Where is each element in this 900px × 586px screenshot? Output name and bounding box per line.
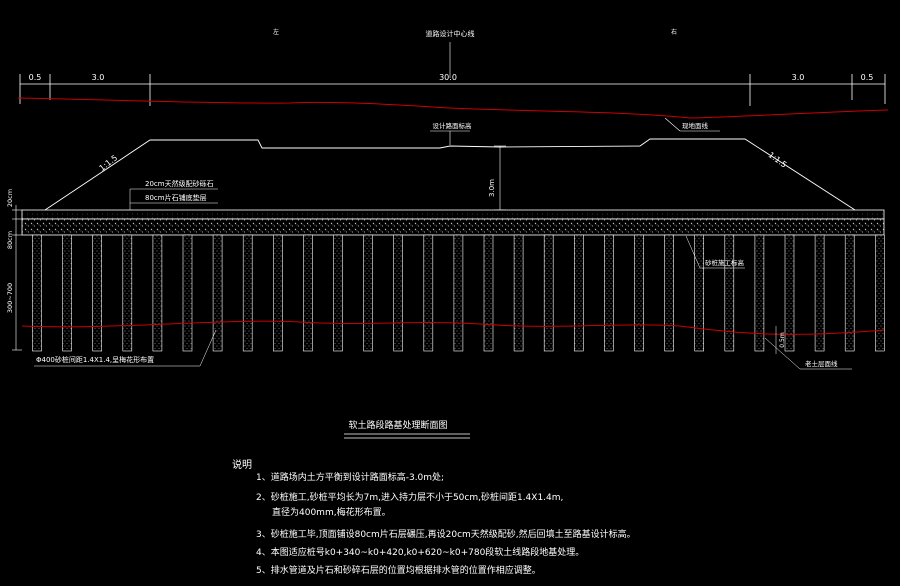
sand-pile xyxy=(303,234,313,352)
soft-soil-label: 老土层面线 xyxy=(805,359,838,368)
slope-right-label: 1:1.5 xyxy=(767,150,789,169)
top-dimension-line xyxy=(19,74,886,106)
sand-pile xyxy=(242,234,253,352)
sand-pile xyxy=(152,234,163,352)
ground-line-label: 现地面线 xyxy=(682,121,709,130)
soft-soil-leader xyxy=(764,337,801,370)
note-item-4: 4、本图适应桩号k0+340~k0+420,k0+620~k0+780段软土线路… xyxy=(256,548,585,558)
embed-depth-label: 0.5m xyxy=(779,332,786,348)
dim-left-shoulder: 0.5 xyxy=(29,73,42,82)
sand-pile xyxy=(333,234,343,352)
sand-pile xyxy=(664,234,674,352)
sand-pile xyxy=(32,234,42,352)
sand-pile xyxy=(634,234,644,352)
pile-length-label: 300~700 xyxy=(6,283,14,313)
note-item-3: 3、砂桩施工毕,顶面铺设80cm片石层碾压,再设20cm天然级配砂,然后回填土至… xyxy=(256,530,636,540)
sand-pile xyxy=(182,234,193,352)
existing-ground-line-top xyxy=(17,97,889,119)
sand-pile xyxy=(483,234,494,352)
left-depth-dimension xyxy=(12,205,22,351)
sand-pile xyxy=(844,234,855,352)
sand-pile xyxy=(272,234,283,352)
sand-pile xyxy=(573,234,584,352)
drawing-title: 软土路段路基处理断面图 xyxy=(348,419,447,431)
sand-pile xyxy=(92,234,102,352)
design-elevation-label: 设计路面标高 xyxy=(433,121,473,130)
sand-pile xyxy=(604,234,614,352)
depth-stone-label: 80cm xyxy=(6,231,14,249)
note-item-5: 5、排水管道及片石和砂碎石层的位置均根据排水管的位置作相应调整。 xyxy=(256,566,541,576)
left-side-label: 左 xyxy=(273,28,279,36)
dim-right-shoulder: 0.5 xyxy=(861,73,874,82)
sand-pile xyxy=(724,234,735,352)
fill-height-label: 3.0m xyxy=(488,179,496,197)
stone-layer-label: 80cm片石铺底垫层 xyxy=(145,193,207,202)
note-item-2: 2、砂桩施工,砂桩平均长为7m,进入持力层不小于50cm,砂桩间距1.4X1.4… xyxy=(256,493,564,503)
dim-right-lane: 3.0 xyxy=(792,73,805,82)
sand-pile xyxy=(423,234,434,352)
notes-heading: 说明 xyxy=(232,460,252,471)
stone-cushion-layer xyxy=(21,218,885,236)
dim-left-lane: 3.0 xyxy=(92,73,105,82)
soft-soil-line xyxy=(21,320,885,335)
sand-pile xyxy=(754,234,765,352)
depth-top-label: 20cm xyxy=(6,189,14,207)
pile-note-label: Φ400砂桩间距1.4X1.4,呈梅花形布置 xyxy=(36,355,154,364)
pile-note-leader xyxy=(199,329,217,367)
centerline-label: 道路设计中心线 xyxy=(426,29,475,38)
sand-pile xyxy=(784,234,795,352)
sand-gravel-layer xyxy=(21,209,885,220)
sand-pile xyxy=(212,234,223,352)
sand-pile xyxy=(453,234,464,352)
note-item-2-cont: 直径为400mm,梅花形布置。 xyxy=(272,508,391,518)
sand-pile xyxy=(62,234,72,352)
sand-pile xyxy=(814,234,825,352)
ground-line-leader xyxy=(664,117,681,132)
sand-pile xyxy=(513,234,524,352)
sand-pile xyxy=(122,234,133,352)
sand-layer-label: 20cm天然级配砂砾石 xyxy=(145,179,214,188)
sand-pile xyxy=(543,234,554,352)
embankment-outline xyxy=(44,138,856,211)
sand-pile xyxy=(694,234,705,352)
dim-middle: 30.0 xyxy=(439,73,457,82)
sand-piles xyxy=(32,234,885,352)
pile-construction-leader xyxy=(685,235,701,269)
sand-pile xyxy=(874,234,885,352)
sand-pile xyxy=(363,234,373,352)
pile-construction-label: 砂桩施工标高 xyxy=(705,258,745,267)
note-item-1: 1、道路场内土方平衡到设计路面标高-3.0m处; xyxy=(256,473,445,483)
right-side-label: 右 xyxy=(671,28,677,36)
sand-pile xyxy=(393,234,404,352)
